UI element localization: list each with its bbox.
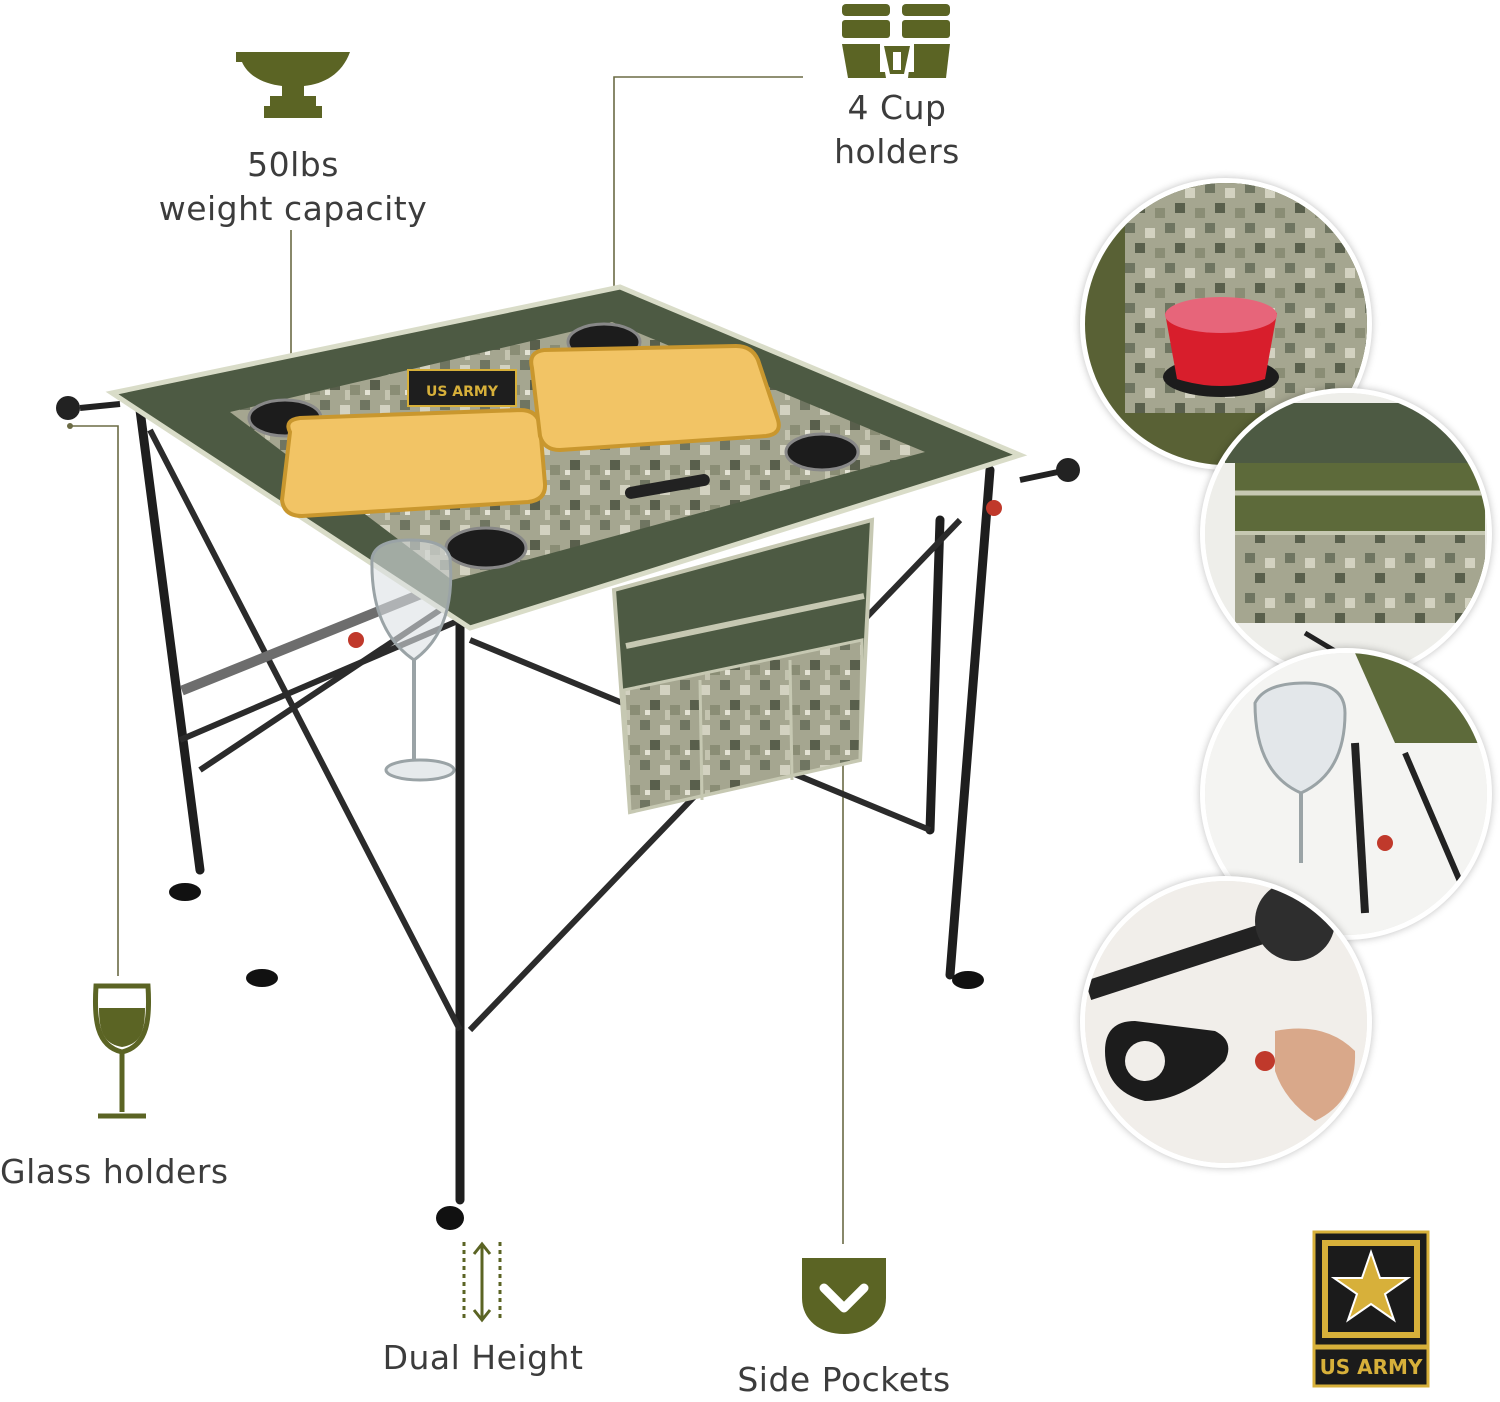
- cups-line1: 4 Cup: [847, 88, 947, 127]
- anvil-icon: [236, 52, 350, 118]
- chevron-down-badge-icon: [802, 1258, 886, 1334]
- side-pockets-label: Side Pockets: [737, 1360, 951, 1399]
- height-arrow-icon: [462, 1241, 502, 1323]
- weight-capacity-label: 50lbs weight capacity: [140, 143, 446, 231]
- table-logo-text: US ARMY: [426, 384, 499, 400]
- cups-line2: holders: [834, 132, 960, 171]
- glass-holders-label: Glass holders: [0, 1152, 229, 1191]
- weight-line1: 50lbs: [247, 145, 339, 184]
- dual-height-label: Dual Height: [382, 1338, 584, 1377]
- army-star-logo: US ARMY: [1312, 1230, 1430, 1390]
- wine-glass-icon: [92, 983, 152, 1119]
- clip-detail: [1080, 876, 1372, 1168]
- side-pocket-detail: [1200, 388, 1492, 680]
- weight-line2: weight capacity: [158, 189, 428, 228]
- table-product-photo: US ARMY: [56, 284, 1080, 1230]
- army-logo-text: US ARMY: [1319, 1355, 1423, 1379]
- cup-holders-icon: [842, 4, 950, 78]
- cup-holders-label: 4 Cup holders: [790, 86, 1004, 174]
